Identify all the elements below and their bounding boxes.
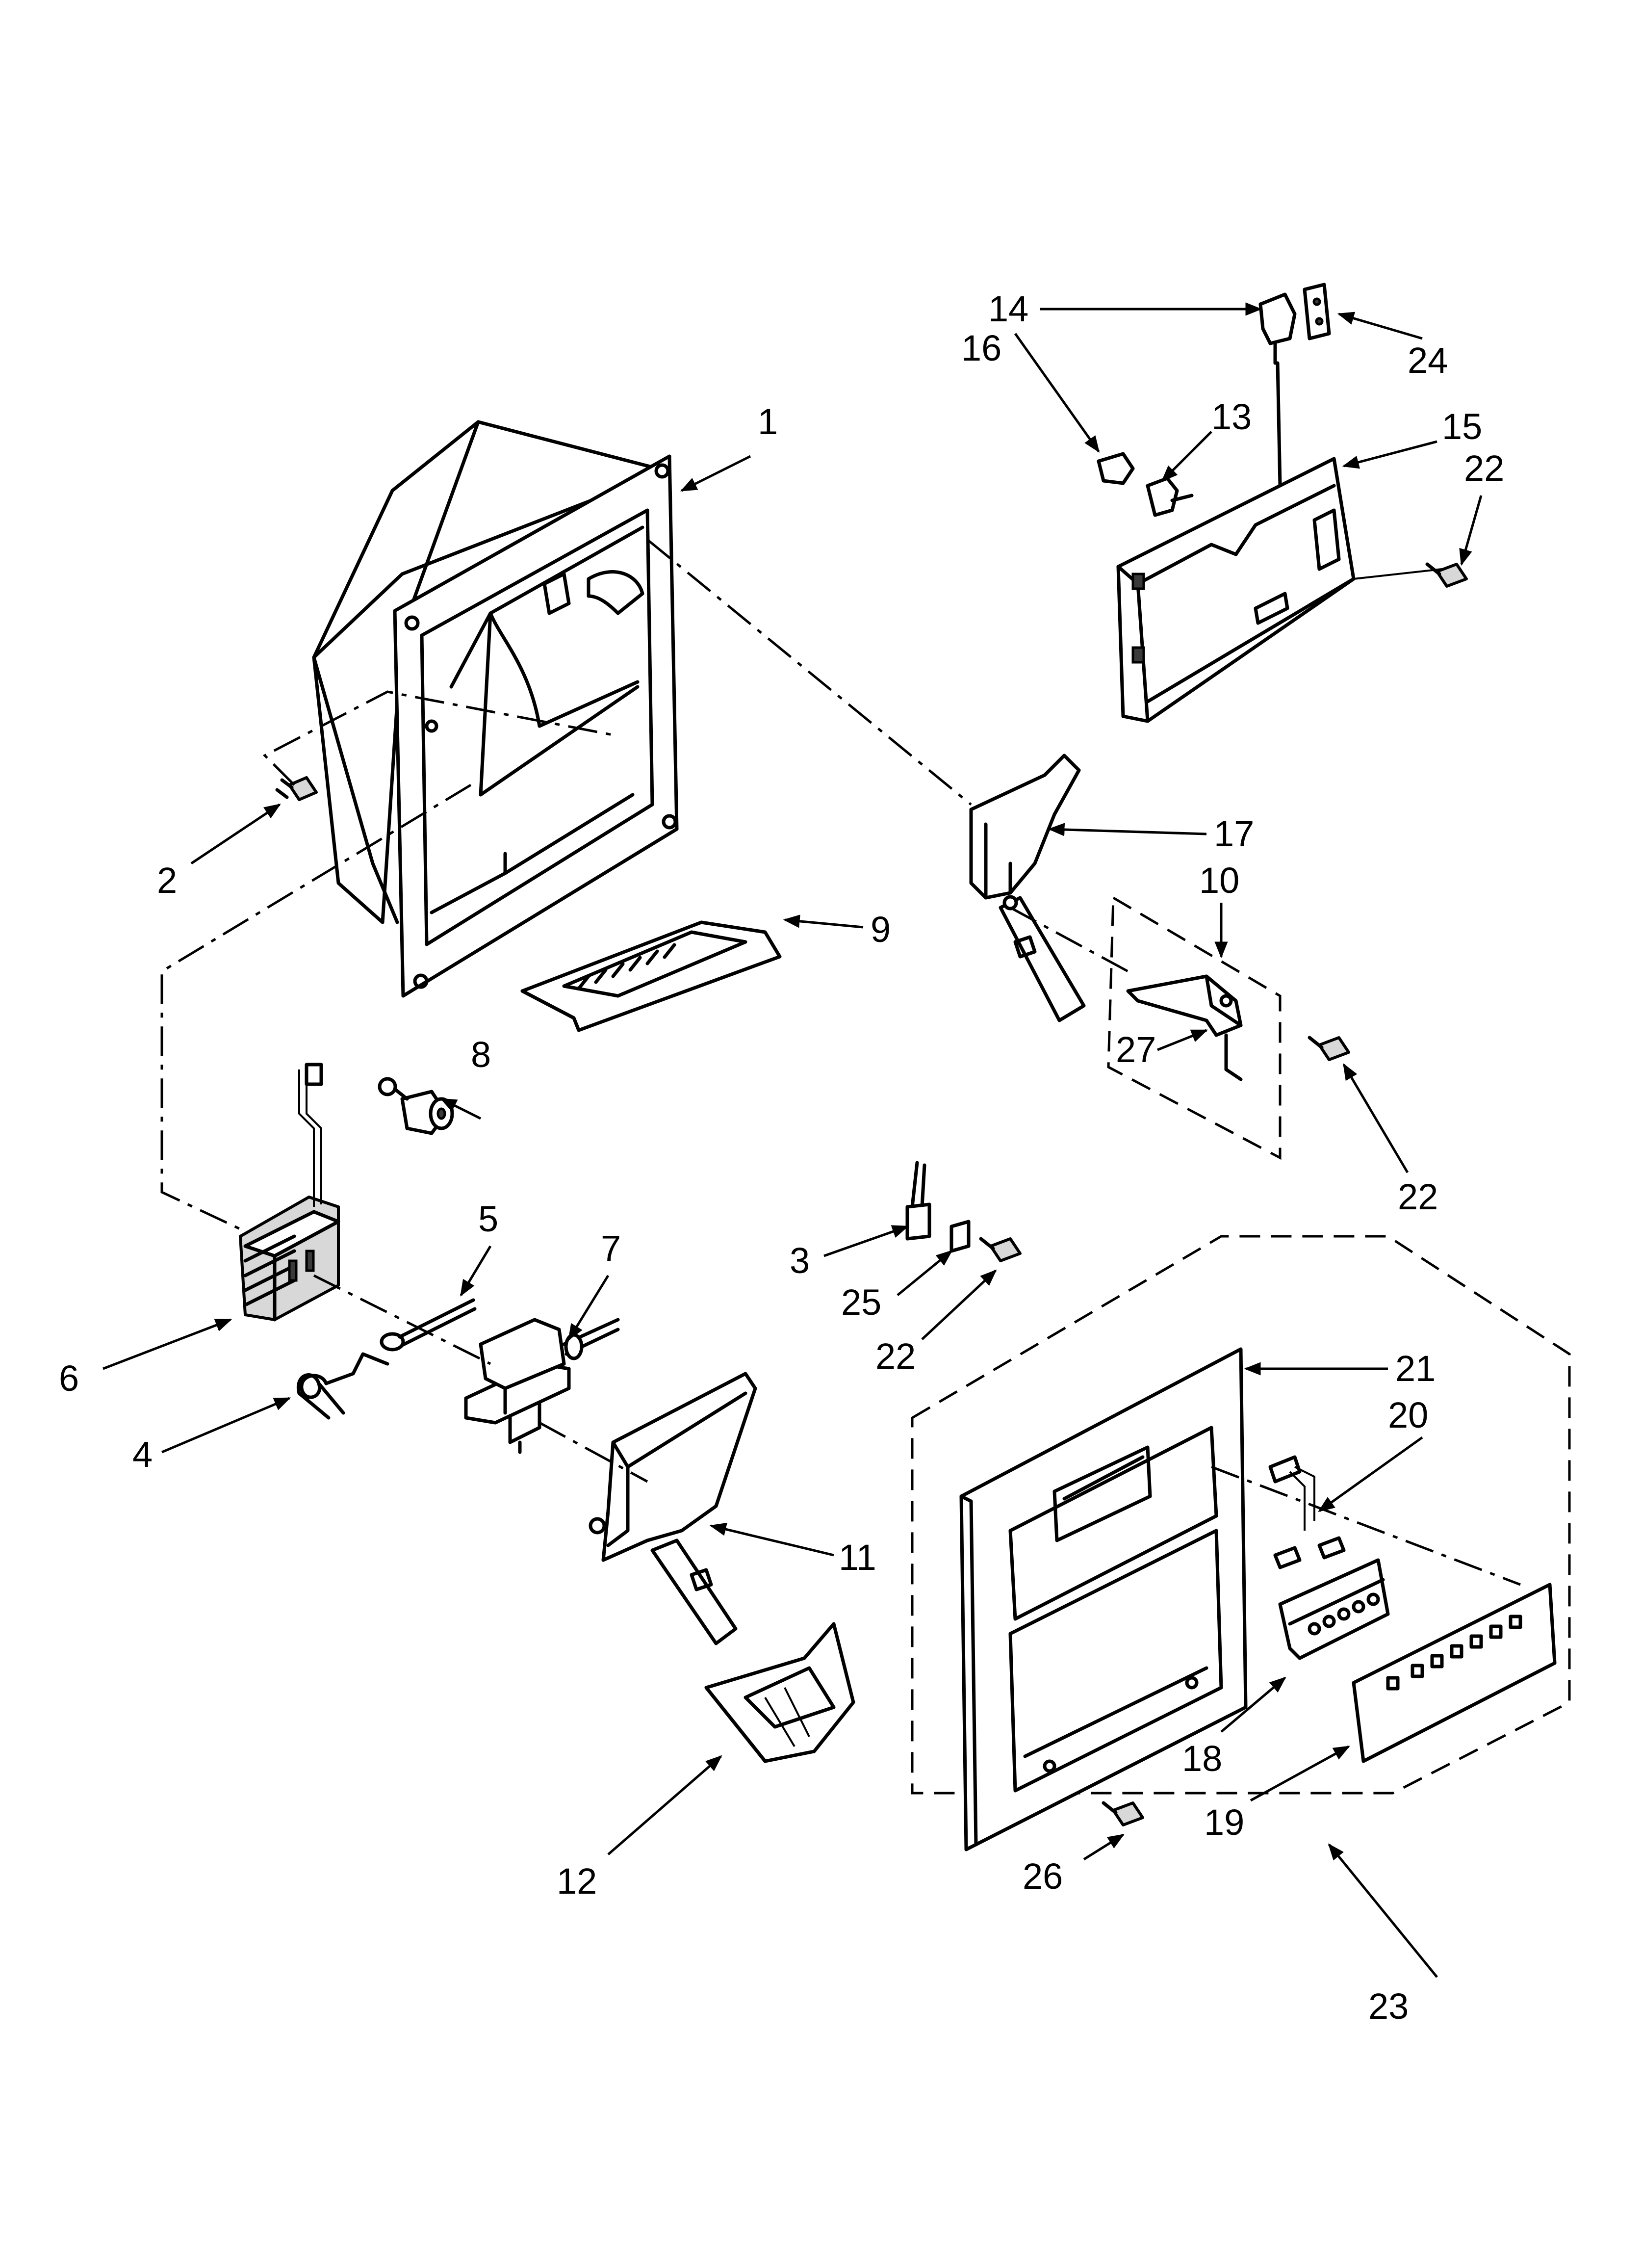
callout-3: 3 xyxy=(790,1240,810,1281)
part-14-switch xyxy=(1258,292,1297,488)
part-26-screw xyxy=(1102,1801,1144,1826)
part-12-chute-cup xyxy=(704,1622,855,1763)
callout-26: 26 xyxy=(1023,1856,1063,1897)
callout-24: 24 xyxy=(1408,340,1448,381)
part-18-control-board xyxy=(1278,1558,1390,1660)
callout-16: 16 xyxy=(961,328,1001,368)
leader-lines xyxy=(103,302,1483,1978)
part-17-lever-arm xyxy=(969,754,1086,1022)
part-7-actuator xyxy=(464,1318,620,1454)
callout-2: 2 xyxy=(157,860,177,901)
part-22-screw-upper xyxy=(1425,562,1468,588)
callout-4: 4 xyxy=(132,1434,153,1475)
callout-17: 17 xyxy=(1214,813,1254,854)
callout-27: 27 xyxy=(1116,1029,1156,1070)
callout-1: 1 xyxy=(758,401,778,442)
part-25-clip xyxy=(949,1220,971,1253)
callout-21: 21 xyxy=(1395,1348,1436,1389)
callout-23: 23 xyxy=(1368,1986,1409,2027)
part-8-bushing xyxy=(378,1077,454,1135)
part-13-lamp-socket xyxy=(1146,476,1194,517)
callout-14: 14 xyxy=(988,288,1028,329)
callout-12: 12 xyxy=(557,1861,597,1902)
part-22-screw-middle xyxy=(1308,1036,1350,1061)
callout-5: 5 xyxy=(478,1199,498,1239)
part-3-clip xyxy=(905,1161,931,1241)
callout-22-middle: 22 xyxy=(1398,1176,1438,1217)
callout-19: 19 xyxy=(1204,1802,1244,1843)
callout-9: 9 xyxy=(871,909,891,950)
part-2-screw xyxy=(275,776,318,801)
callout-7: 7 xyxy=(601,1228,621,1269)
callout-25: 25 xyxy=(841,1282,881,1323)
callout-13: 13 xyxy=(1211,396,1252,437)
part-23-front-panel-group xyxy=(911,1235,1571,1795)
part-15-switch-housing xyxy=(1116,457,1356,723)
part-22-screw-lower xyxy=(979,1237,1022,1262)
callout-labels: 1 2 3 4 5 6 7 8 9 10 11 12 13 14 15 16 1… xyxy=(59,288,1504,2027)
callout-20: 20 xyxy=(1388,1395,1428,1435)
part-1-dispenser-housing xyxy=(312,420,679,998)
part-19-membrane-label xyxy=(1352,1583,1557,1763)
part-11-chute-lever xyxy=(589,1372,757,1645)
part-5-plunger-rod xyxy=(380,1298,477,1352)
callout-18: 18 xyxy=(1182,1738,1222,1779)
callout-11: 11 xyxy=(839,1537,876,1578)
callout-22-lower: 22 xyxy=(875,1336,916,1377)
callout-6: 6 xyxy=(59,1358,79,1399)
callout-8: 8 xyxy=(471,1034,491,1075)
callout-15: 15 xyxy=(1442,406,1482,447)
alignment-lines xyxy=(160,539,1521,1586)
callout-22-upper: 22 xyxy=(1464,448,1504,489)
callout-10: 10 xyxy=(1199,860,1239,901)
part-10-switch-group xyxy=(1107,895,1282,1160)
part-16-lamp xyxy=(1097,452,1135,485)
part-6-solenoid xyxy=(239,1063,340,1322)
part-4-spring xyxy=(296,1352,389,1420)
part-24-insulator xyxy=(1303,283,1331,340)
part-9-chute-cover xyxy=(520,920,782,1032)
part-21-front-panel xyxy=(959,1347,1248,1851)
